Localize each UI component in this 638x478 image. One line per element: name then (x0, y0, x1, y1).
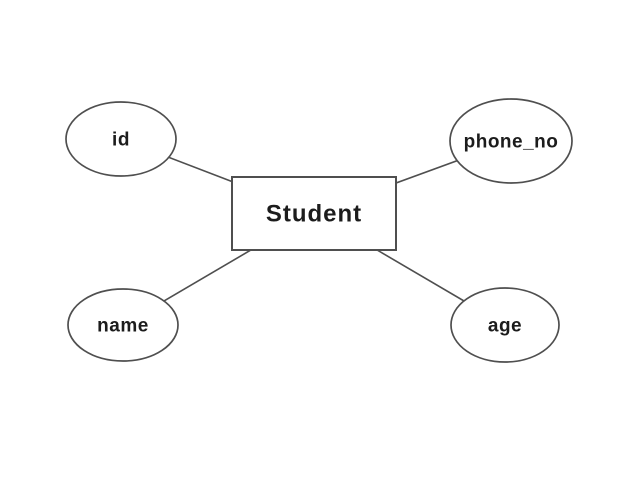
attribute-ellipse-age (450, 287, 560, 363)
attribute-label-age: age (488, 316, 522, 337)
entity-label-student: Student (266, 201, 362, 228)
attribute-label-name: name (97, 316, 149, 337)
entity-rectangle-student (231, 176, 397, 251)
attribute-ellipse-name (67, 288, 179, 362)
attribute-ellipse-phone-no (449, 98, 573, 184)
attribute-ellipse-id (65, 101, 177, 177)
attribute-label-id: id (112, 130, 130, 151)
attribute-label-phone-no: phone_no (464, 132, 559, 153)
